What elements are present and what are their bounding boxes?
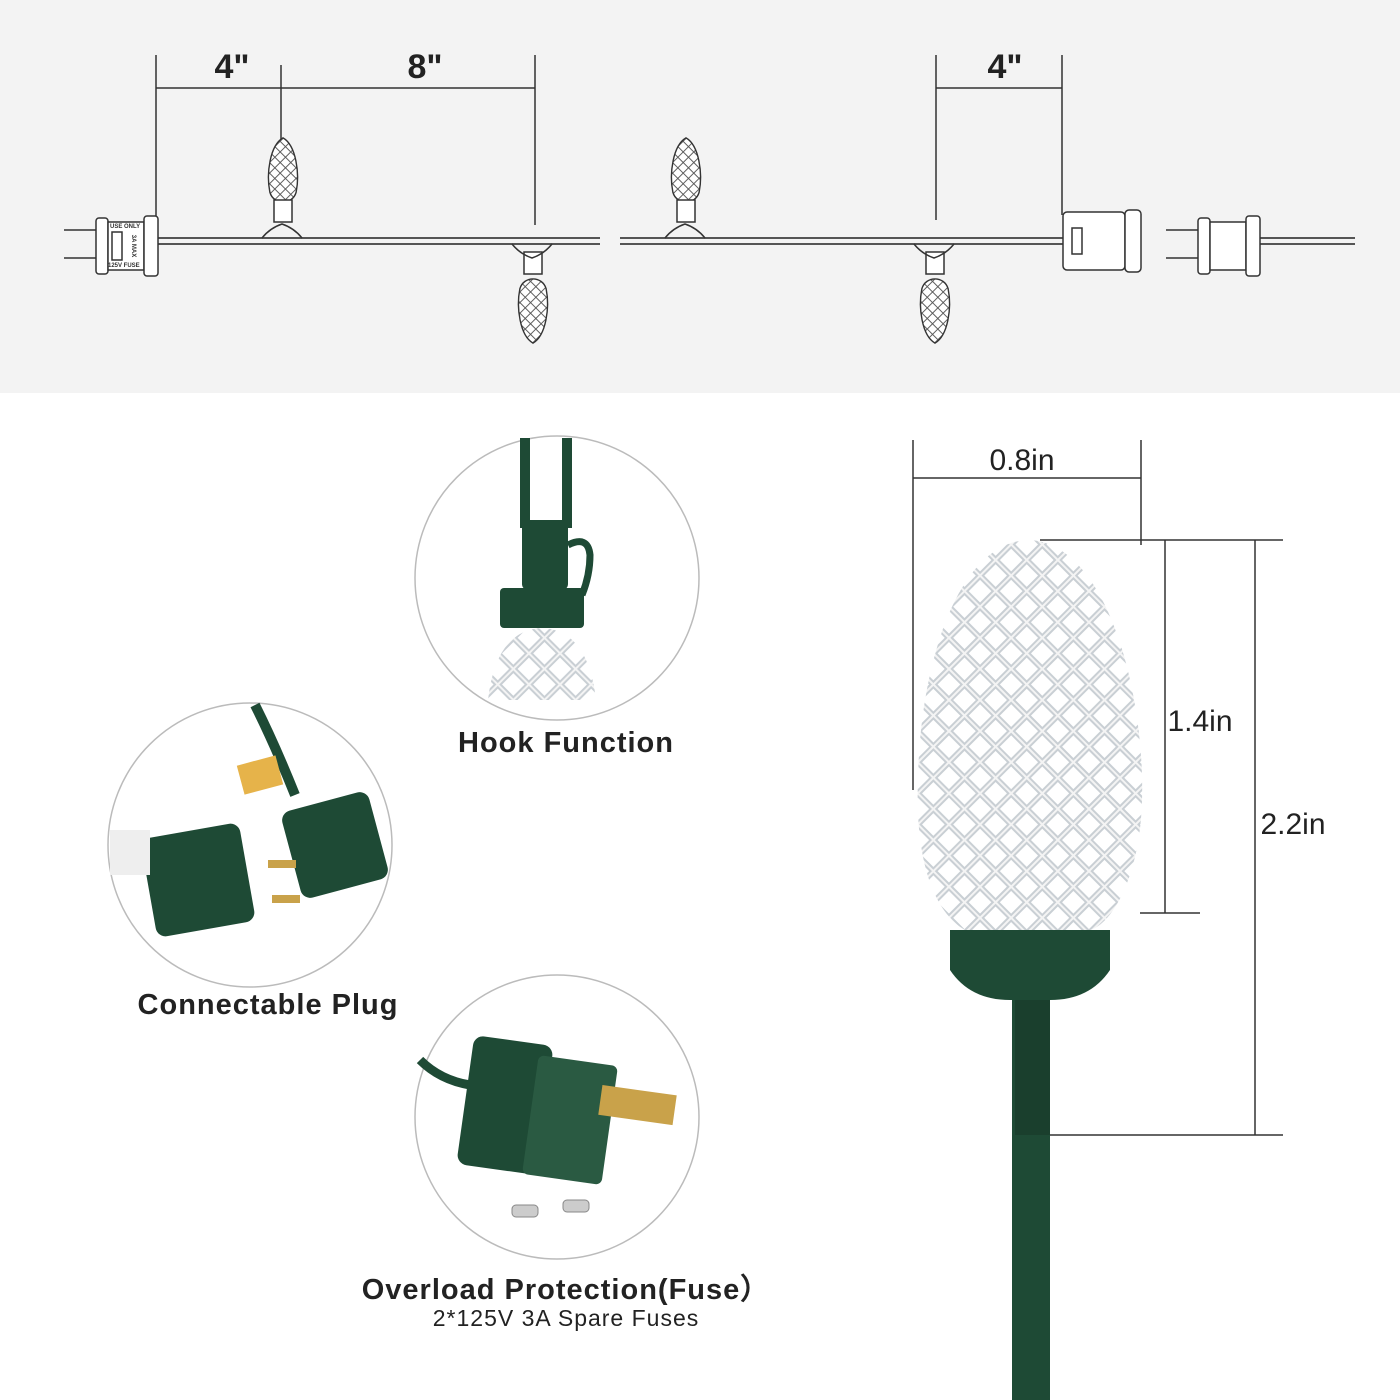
male-plug-left xyxy=(64,215,159,277)
plug-text-use-only: USE ONLY xyxy=(110,224,141,230)
hook-function-caption: Hook Function xyxy=(458,727,674,759)
plug-text-fuse: 125V FUSE xyxy=(108,263,140,269)
hook-function-photo xyxy=(414,435,700,721)
wire-strand xyxy=(155,237,1355,245)
male-plug-right xyxy=(1166,215,1261,277)
spacing-end-label: 4" xyxy=(987,48,1023,86)
small-bulb-icons xyxy=(261,137,955,344)
fuse-plug-photo xyxy=(414,974,700,1260)
bulb-width-label: 0.8in xyxy=(989,444,1055,477)
female-plug xyxy=(1062,209,1142,273)
bulb-height-label: 1.4in xyxy=(1167,705,1233,738)
overload-protection-caption: Overload Protection(Fuse） xyxy=(361,1274,771,1306)
spare-fuses-caption: 2*125V 3A Spare Fuses xyxy=(432,1305,700,1331)
connectable-plug-photo xyxy=(107,702,393,988)
total-height-label: 2.2in xyxy=(1260,808,1326,841)
c9-bulb-large xyxy=(917,540,1143,1400)
connectable-plug-caption: Connectable Plug xyxy=(137,989,399,1021)
dimension-lines-top xyxy=(155,55,1063,225)
layout-diagram-band xyxy=(0,0,1400,393)
plug-text-max: 3A MAX xyxy=(130,234,137,258)
bulb-dimension-lines xyxy=(912,440,1283,1136)
spacing-lead-label: 4" xyxy=(214,48,250,86)
spacing-bulbs-label: 8" xyxy=(407,48,443,86)
